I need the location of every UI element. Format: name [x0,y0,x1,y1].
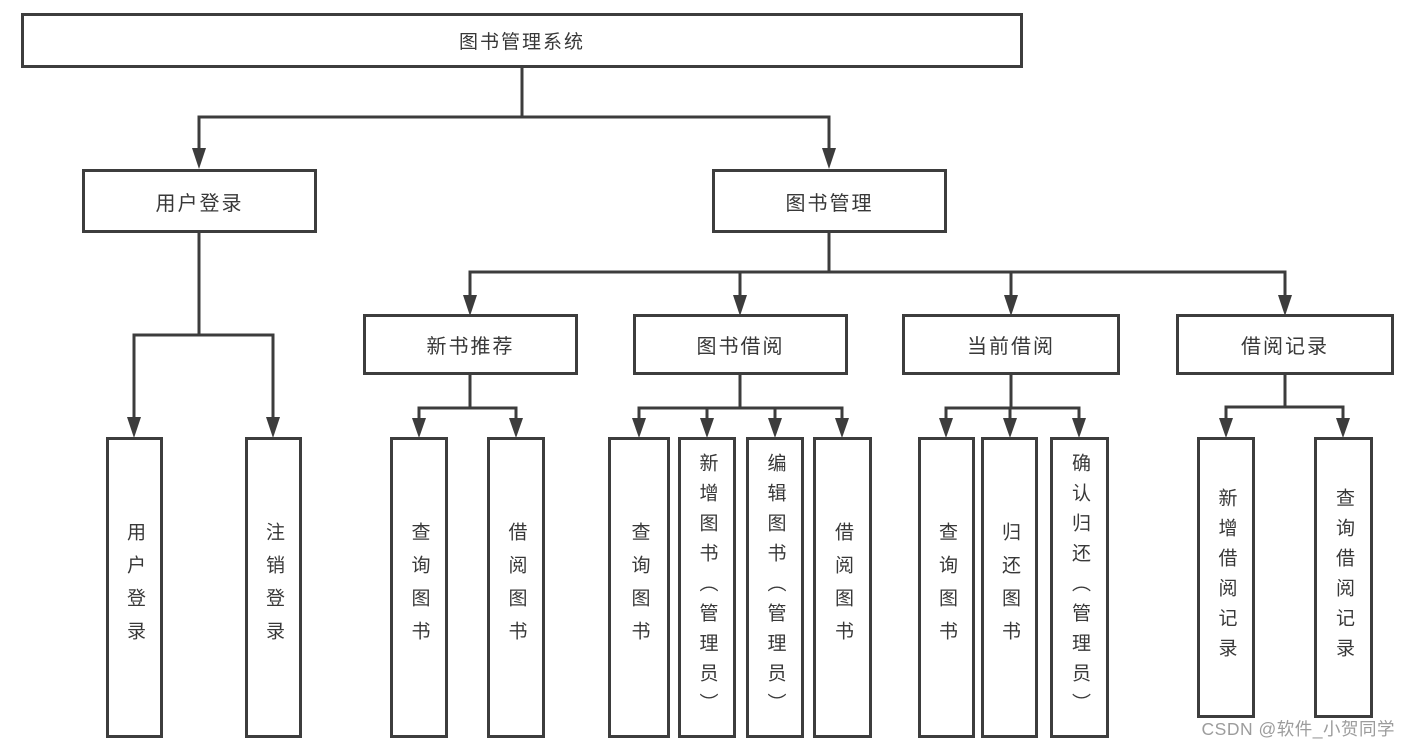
connector-current-borrow-children [939,371,1086,438]
connector-book-borrow-children [632,371,849,438]
node-current-borrow: 当前借阅 [902,314,1120,375]
connector-book-management-children [463,229,1292,316]
node-user-login: 用户登录 [82,169,317,233]
node-new-book-recommend: 新书推荐 [363,314,578,375]
leaf-return-book: 归还图书 [981,437,1038,738]
leaf-borrow-books-recommend: 借阅图书 [487,437,545,738]
node-borrow-records: 借阅记录 [1176,314,1394,375]
leaf-logout: 注销登录 [245,437,302,738]
leaf-query-books-recommend: 查询图书 [390,437,448,738]
leaf-query-books-current: 查询图书 [918,437,975,738]
watermark: CSDN @软件_小贺同学 [1201,719,1395,739]
leaf-query-books-borrow: 查询图书 [608,437,670,738]
leaf-query-borrow-record: 查询借阅记录 [1314,437,1373,718]
node-library-system: 图书管理系统 [21,13,1023,68]
node-book-management: 图书管理 [712,169,947,233]
leaf-add-book-admin: 新增图书（管理员） [678,437,736,738]
node-book-borrow: 图书借阅 [633,314,848,375]
connector-borrow-records-children [1219,371,1350,438]
leaf-user-login: 用户登录 [106,437,163,738]
leaf-edit-book-admin: 编辑图书（管理员） [746,437,804,738]
leaf-borrow-books: 借阅图书 [813,437,872,738]
leaf-confirm-return-admin: 确认归还（管理员） [1050,437,1109,738]
connector-root-to-level1 [192,64,836,169]
connector-user-login-children [127,229,280,438]
leaf-add-borrow-record: 新增借阅记录 [1197,437,1255,718]
connector-new-book-recommend-children [412,371,523,438]
